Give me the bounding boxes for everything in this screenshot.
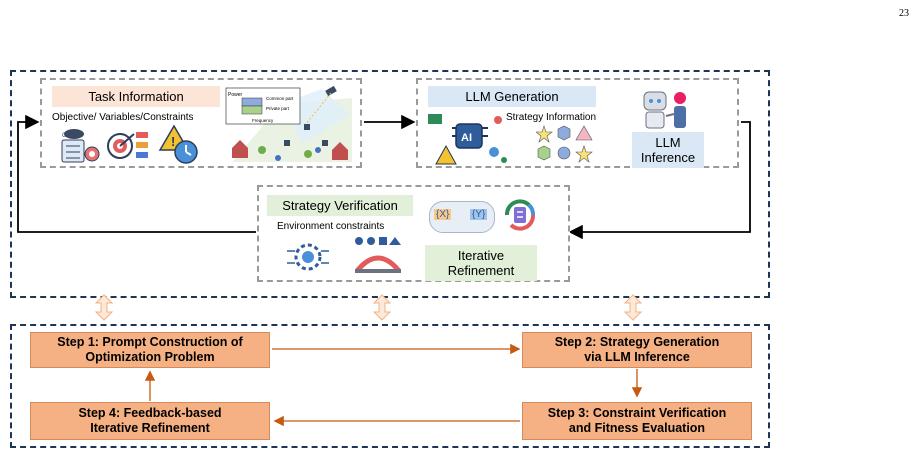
step1-box: Step 1: Prompt Construction of Optimizat… [30, 332, 270, 368]
environment-constraints-label: Environment constraints [277, 221, 385, 232]
top-dashed-frame [10, 70, 770, 298]
strategy-verification-title: Strategy Verification [267, 195, 413, 216]
llm-generation-box: LLM Generation Strategy Information AI L… [416, 78, 739, 168]
y-set-label: {Y} [470, 209, 488, 220]
task-information-subtitle: Objective/ Variables/Constraints [52, 112, 194, 123]
task-information-title: Task Information [52, 86, 220, 107]
llm-inference-label: LLM Inference [632, 132, 704, 168]
svg-text:Common part: Common part [266, 96, 294, 101]
strategy-verification-box: Strategy Verification Environment constr… [257, 185, 570, 282]
robot-assistant-icon [643, 91, 686, 129]
constraint-shapes-filter-icon [355, 237, 401, 273]
double-arrow-right [623, 294, 643, 321]
iterative-transform-icon: {X} {Y} [429, 201, 495, 233]
double-arrow-left [94, 294, 114, 321]
network-scenario-illustration: Power Common part Private part Frequency [225, 85, 352, 162]
arrow-verification-to-task [17, 114, 256, 233]
svg-text:Power: Power [228, 92, 243, 98]
step3-box: Step 3: Constraint Verification and Fitn… [522, 402, 752, 440]
llm-generation-title: LLM Generation [428, 86, 596, 107]
constraints-clock-icon: ! [158, 124, 198, 164]
svg-text:Private part: Private part [266, 106, 290, 111]
double-arrow-middle [372, 294, 392, 321]
step4-box: Step 4: Feedback-based Iterative Refinem… [30, 402, 270, 440]
strategy-information-label: Strategy Information [506, 112, 597, 123]
ai-chip-icon: AI [428, 114, 507, 165]
arrow-llm-to-verification [568, 121, 751, 240]
svg-text:Frequency: Frequency [252, 118, 274, 123]
svg-text:!: ! [171, 134, 175, 149]
step2-box: Step 2: Strategy Generation via LLM Infe… [522, 332, 752, 368]
task-information-box: Task Information Objective/ Variables/Co… [40, 78, 362, 168]
refresh-document-icon [505, 199, 535, 231]
page-number: 23 [899, 8, 909, 19]
x-set-label: {X} [434, 209, 452, 220]
svg-text:AI: AI [461, 132, 472, 144]
bottom-dashed-frame [10, 324, 770, 448]
goals-checklist-icon: GOALS [61, 129, 100, 163]
verification-gear-icon [287, 243, 329, 271]
iterative-refinement-label: Iterative Refinement [425, 245, 537, 281]
svg-text:GOALS: GOALS [62, 133, 83, 139]
target-variables-icon [107, 132, 148, 159]
strategy-shapes-icon [536, 125, 593, 163]
